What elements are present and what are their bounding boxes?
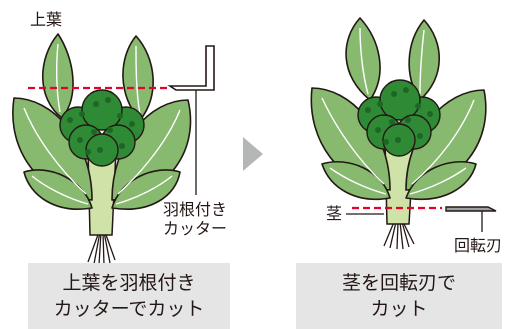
floret-texture-left [67, 97, 135, 155]
roots-left [87, 231, 116, 266]
winged-cutter-icon [167, 45, 215, 195]
rotary-blade-icon [445, 206, 497, 232]
veins-right [321, 27, 475, 195]
floret-texture-right [365, 87, 433, 145]
cutter-label-line-1: 羽根付き [163, 200, 228, 219]
broccoli-left [12, 33, 215, 266]
roots-right [383, 221, 415, 250]
cutter-label-line-2: カッター [163, 219, 228, 238]
cutter-label: 羽根付き カッター [163, 200, 227, 238]
caption-right-line-1: 茎を回転刃で [341, 272, 456, 294]
blade-label: 回転刃 [454, 236, 503, 255]
leaves-right [310, 17, 487, 200]
caption-left-line-1: 上葉を羽根付き [62, 272, 196, 294]
caption-right-line-2: カット [370, 298, 428, 320]
caption-right: 茎を回転刃で カット [296, 263, 502, 329]
caption-left-line-2: カッターでカット [53, 298, 205, 320]
right-arrow-icon [243, 137, 263, 171]
leaves-left [12, 33, 192, 210]
top-leaf-label: 上葉 [30, 10, 63, 29]
stem-label: 茎 [326, 204, 343, 223]
broccoli-right [310, 17, 497, 250]
veins-left [23, 43, 181, 205]
caption-left: 上葉を羽根付き カッターでカット [28, 263, 230, 329]
